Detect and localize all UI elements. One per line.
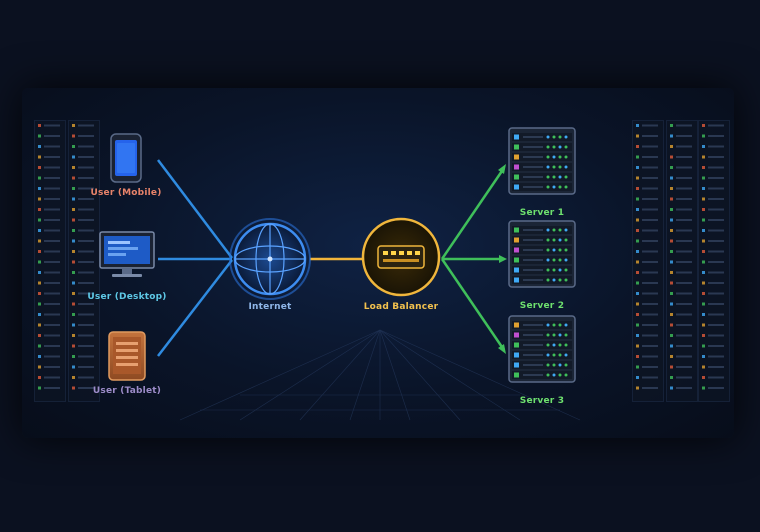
- server1-label: Server 1: [519, 208, 565, 218]
- tablet-icon: [108, 331, 146, 381]
- rack-led-pattern: [38, 124, 724, 390]
- link-lb-server1: [440, 167, 506, 260]
- server-2-icon: [508, 220, 576, 288]
- internet-label: Internet: [248, 302, 292, 312]
- mobile-phone-icon: [110, 133, 142, 183]
- arrow-server1: [498, 164, 506, 174]
- client-links: [157, 159, 233, 357]
- link-tablet-internet: [157, 259, 233, 357]
- arrow-server3: [498, 344, 506, 354]
- server-stack: [508, 127, 576, 383]
- server-3-icon: [508, 315, 576, 383]
- tablet-user-label: User (Tablet): [92, 386, 162, 396]
- arrow-server2: [499, 255, 507, 263]
- server-links: [440, 164, 507, 354]
- desktop-user-label: User (Desktop): [87, 292, 167, 302]
- server2-label: Server 2: [519, 301, 565, 311]
- floor-grid: [179, 329, 581, 421]
- server3-label: Server 3: [519, 396, 565, 406]
- mobile-user-label: User (Mobile): [90, 188, 162, 198]
- server-1-icon: [508, 127, 576, 195]
- load-balancer-icon: [361, 217, 441, 297]
- link-mobile-internet: [157, 159, 233, 259]
- desktop-monitor-icon: [99, 231, 155, 277]
- load-balancer-label: Load Balancer: [363, 302, 439, 312]
- link-lb-server3: [440, 258, 506, 351]
- globe-icon: [229, 218, 311, 300]
